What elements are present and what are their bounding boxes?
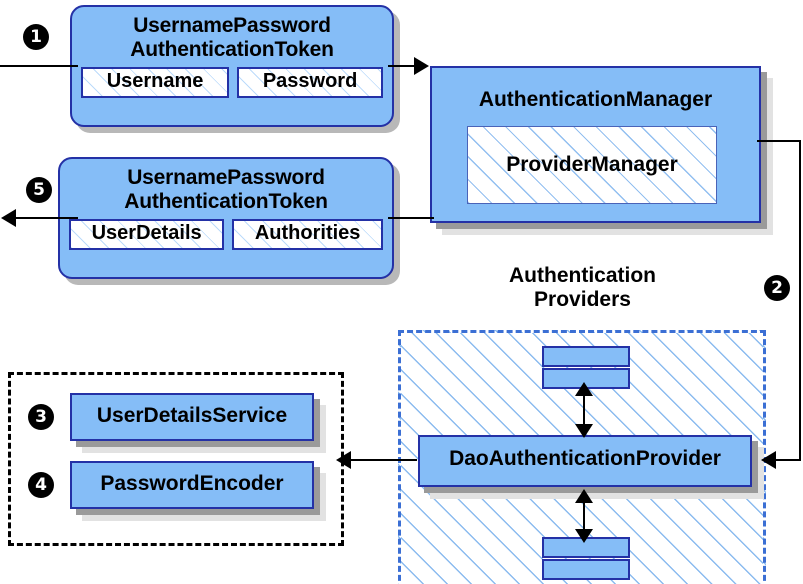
connector-response-exit-arrowhead [1,209,16,227]
provider-manager-panel[interactable]: ProviderManager [467,126,717,204]
response-token-title-line1: UsernamePassword [127,166,325,189]
response-token-fields: UserDetails Authorities [60,213,392,259]
connector-provider-down-arrowhead-top [575,489,593,503]
authentication-providers-heading-line1: Authentication [509,264,656,287]
request-token-fields: Username Password [72,61,392,107]
connector-token-to-manager-line [388,65,422,67]
authentication-providers-heading-line2: Providers [534,287,631,311]
connector-manager-down-stub [799,140,801,460]
response-token-title: UsernamePassword AuthenticationToken [60,159,392,213]
authentication-manager-title: AuthenticationManager [478,88,713,111]
request-token-title-line1: UsernamePassword [133,14,331,37]
connector-provider-up-line [583,390,585,432]
connector-provider-to-collaborators-line [351,459,417,461]
request-token-title: UsernamePassword AuthenticationToken [72,7,392,61]
password-encoder-box[interactable]: PasswordEncoder [70,461,314,509]
connector-provider-to-collaborators-arrowhead [336,451,351,469]
dao-authentication-provider-title: DaoAuthenticationProvider [449,447,721,470]
connector-response-to-exit-line [16,217,78,219]
connector-provider-up-arrowhead-bottom [575,424,593,438]
request-token-field-password[interactable]: Password [237,67,384,99]
response-token-field-authorities[interactable]: Authorities [232,219,383,251]
connector-into-provider-line [776,459,801,461]
connector-manager-to-response-line [388,217,434,219]
connector-provider-down-line [583,497,585,537]
connector-incoming-request [0,65,78,67]
request-token-title-line2: AuthenticationToken [130,37,334,61]
user-details-service-box[interactable]: UserDetailsService [70,393,314,441]
provider-manager-label: ProviderManager [506,153,678,176]
connector-provider-up-arrowhead-top [575,382,593,396]
badge-2: 2 [764,275,790,301]
badge-3: 3 [28,404,54,430]
response-token-title-line2: AuthenticationToken [124,189,328,213]
connector-token-to-manager-arrowhead [414,57,429,75]
other-provider-bar-4[interactable] [542,559,630,580]
request-token-field-username[interactable]: Username [81,67,230,99]
response-token-field-userdetails[interactable]: UserDetails [69,219,225,251]
connector-manager-right-stub [757,140,801,142]
dao-authentication-provider-box[interactable]: DaoAuthenticationProvider [418,435,752,487]
badge-4: 4 [28,472,54,498]
connector-into-provider-arrowhead [761,451,776,469]
connector-provider-down-arrowhead-bottom [575,529,593,543]
user-details-service-label: UserDetailsService [96,404,288,427]
other-provider-bar-1[interactable] [542,346,630,367]
badge-5: 5 [26,177,52,203]
password-encoder-label: PasswordEncoder [100,472,284,495]
badge-1: 1 [23,24,49,50]
request-token-box[interactable]: UsernamePassword AuthenticationToken Use… [70,5,394,127]
response-token-box[interactable]: UsernamePassword AuthenticationToken Use… [58,157,394,279]
authentication-providers-heading: Authentication Providers [470,264,695,312]
